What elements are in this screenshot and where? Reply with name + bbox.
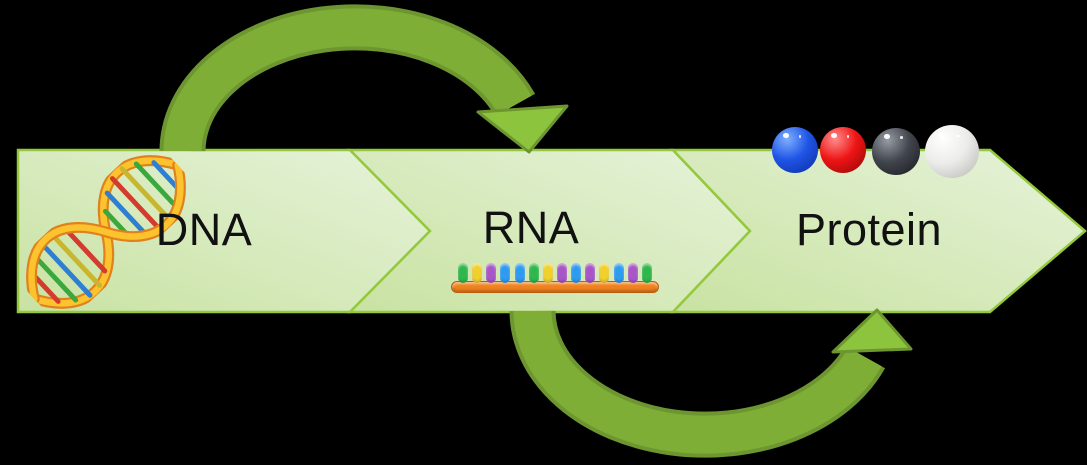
protein-sphere-red-icon: [820, 127, 866, 173]
mrna-nucleotide-peg: [599, 263, 610, 283]
mrna-nucleotide-peg: [641, 263, 652, 283]
mrna-nucleotide-peg: [486, 263, 497, 283]
step-label-dna: DNA: [155, 204, 253, 255]
mrna-nucleotide-peg: [472, 263, 483, 283]
mrna-nucleotide-peg: [542, 263, 553, 283]
step-label-protein: Protein: [795, 204, 943, 255]
protein-sphere-blue-icon: [772, 127, 818, 173]
mrna-nucleotide-peg: [556, 263, 567, 283]
dna-rung: [39, 241, 93, 298]
translation-arrow-body: [513, 310, 882, 454]
dna-rung: [109, 176, 163, 232]
mrna-nucleotide-peg: [585, 263, 596, 283]
dna-rung: [151, 160, 182, 192]
dna-rung: [102, 208, 130, 237]
dna-rungs: [30, 160, 182, 304]
mrna-nucleotide-peg: [613, 263, 624, 283]
transcription-arrow-body: [163, 8, 532, 152]
step-label-rna: RNA: [482, 202, 580, 253]
dna-rung: [49, 232, 103, 288]
mrna-backbone-bar: [451, 281, 659, 293]
mrna-nucleotide-peg: [528, 263, 539, 283]
translation-arrow: [509, 308, 913, 458]
dna-rung: [30, 272, 61, 304]
protein-sphere-white-icon: [925, 125, 979, 178]
mrna-nucleotide-peg: [514, 263, 525, 283]
mrna-nucleotide-peg: [627, 263, 638, 283]
dna-rung: [64, 227, 108, 274]
transcription-arrow: [159, 4, 569, 154]
dna-rung: [33, 255, 79, 303]
mrna-nucleotide-peg: [500, 263, 511, 283]
protein-sphere-dark-gray-icon: [872, 128, 920, 175]
segment-protein: [670, 148, 1087, 314]
dna-rung: [133, 161, 179, 209]
mrna-nucleotide-peg: [571, 263, 582, 283]
translation-arrow-head-icon: [831, 308, 913, 354]
dna-helix-icon: [26, 155, 186, 309]
mrna-peg-row: [451, 261, 659, 283]
transcription-arrow-head-icon: [476, 104, 569, 154]
mrna-strand-icon: [451, 261, 659, 293]
mrna-nucleotide-peg: [458, 263, 468, 283]
dna-rung: [119, 166, 173, 223]
dna-rung: [104, 190, 148, 237]
